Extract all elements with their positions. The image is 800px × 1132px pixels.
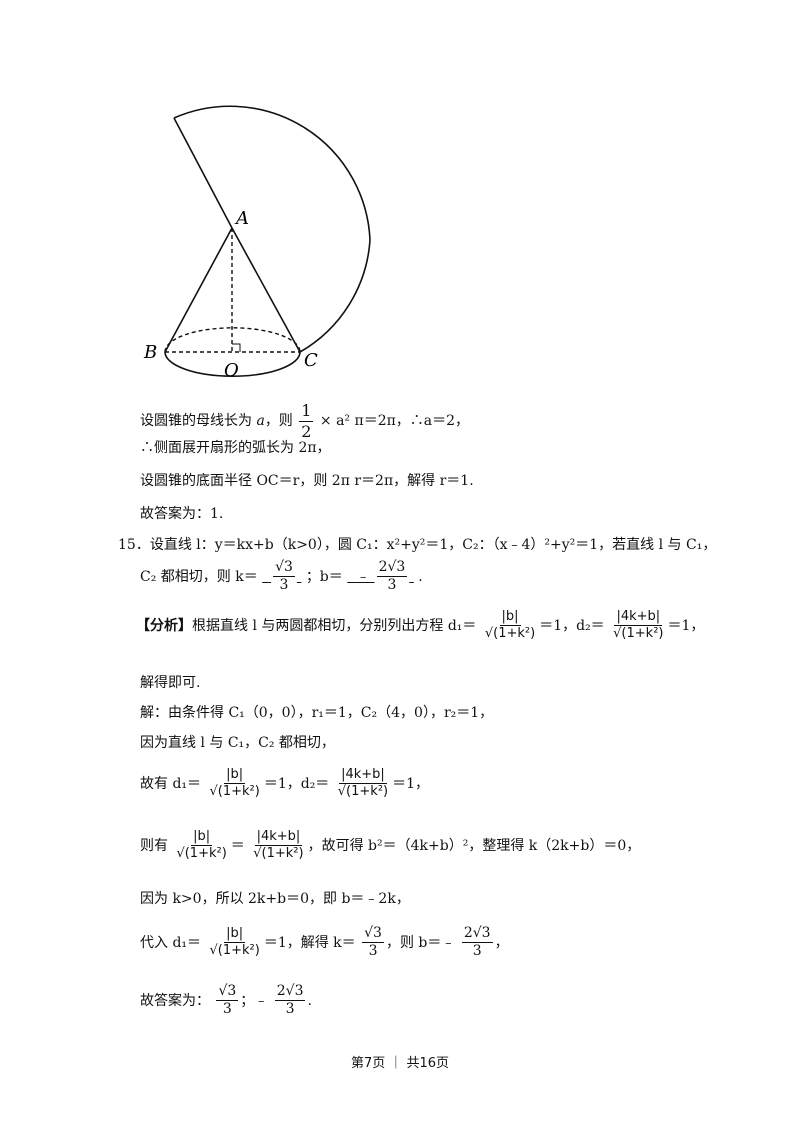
line-4: 故答案为：1. (140, 506, 224, 522)
slant-ac (231, 227, 301, 353)
right-angle-mark (232, 343, 241, 352)
label-a: A (234, 208, 249, 229)
question-15-line-1: 15．设直线 l：y＝kx+b（k>0），圆 C₁：x²+y²＝1，C₂：（x﹣… (118, 537, 717, 553)
analysis-conclusion: 解得即可. (140, 675, 201, 691)
label-o: O (224, 360, 239, 381)
label-c: C (304, 350, 318, 371)
line-2: ∴侧面展开扇形的弧长为 2π， (140, 440, 331, 456)
sector-edge (173, 117, 233, 229)
label-b: B (143, 342, 157, 363)
solution-line-1: 解：由条件得 C₁（0，0），r₁＝1，C₂（4，0），r₂＝1， (140, 705, 494, 721)
cone-figure: A B C O (130, 100, 390, 400)
solution-line-4: 则有 |b|√(1+k²)＝ |4k+b|√(1+k²)，故可得 b²＝（4k+… (140, 829, 641, 862)
analysis-line: 【分析】根据直线 l 与两圆都相切，分别列出方程 d₁＝ |b|√(1+k²)＝… (136, 609, 705, 642)
cone-diagram: A B C O (143, 105, 371, 381)
base-front (164, 351, 301, 377)
page-footer: 第7页 ｜ 共16页 (350, 1056, 450, 1071)
solution-line-5: 因为 k>0，所以 2k+b＝0，即 b＝﹣2k， (140, 891, 410, 907)
analysis-tag: 【分析】 (136, 617, 192, 634)
sector-arc (173, 105, 371, 353)
slant-ab (164, 227, 233, 353)
solution-line-2: 因为直线 l 与 C₁，C₂ 都相切， (140, 735, 335, 751)
solution-line-3: 故有 d₁＝ |b|√(1+k²)＝1，d₂＝ |4k+b|√(1+k²)＝1， (140, 767, 430, 800)
line-3: 设圆锥的底面半径 OC＝r，则 2π r＝2π，解得 r＝1. (140, 473, 474, 489)
